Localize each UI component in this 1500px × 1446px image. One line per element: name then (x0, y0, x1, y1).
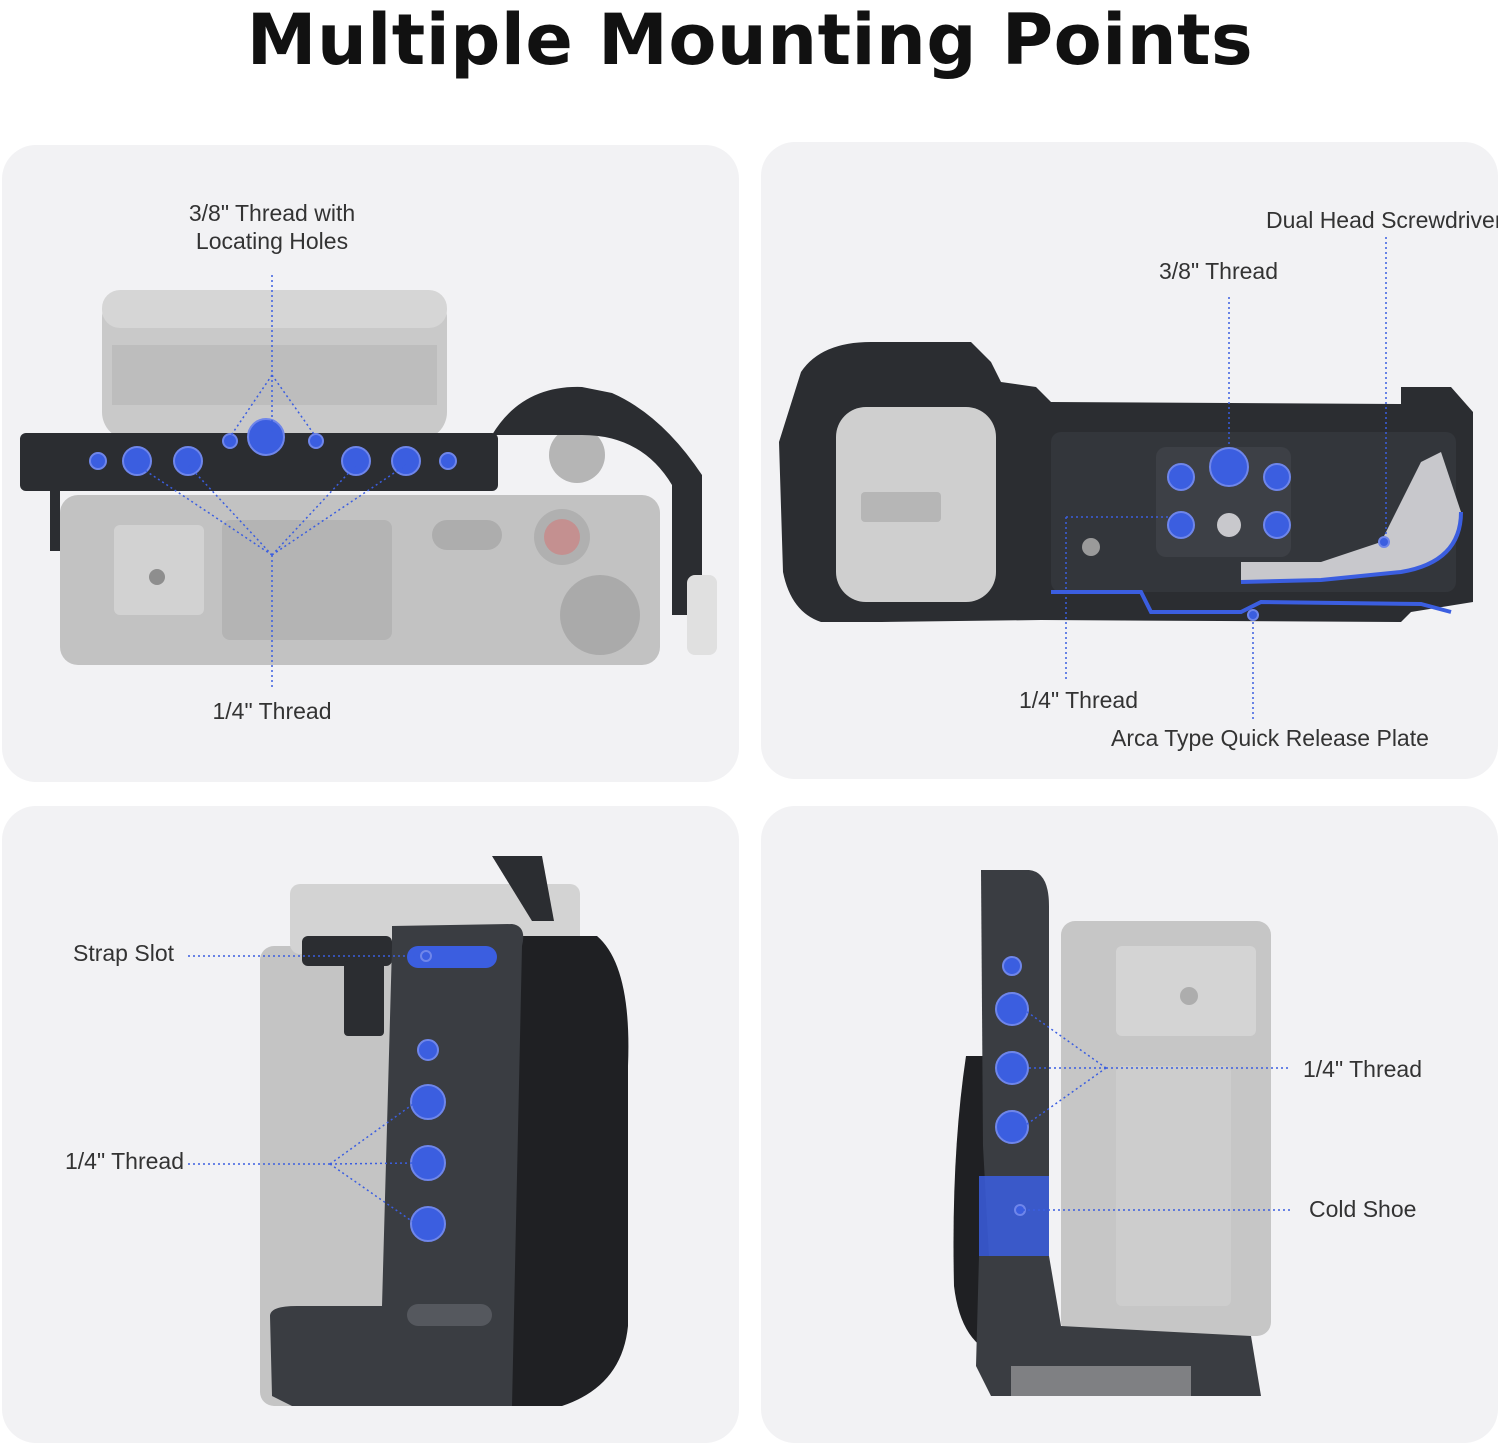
label-arca-plate: Arca Type Quick Release Plate (1111, 725, 1429, 751)
grip-side-panel: Strap Slot 1/4" Thread (2, 806, 739, 1443)
grip-side-illustration (188, 856, 629, 1406)
label-38-thread-locating: 3/8" Thread with Locating Holes (152, 199, 392, 255)
label-14-thread: 1/4" Thread (1303, 1056, 1422, 1082)
label-cold-shoe: Cold Shoe (1309, 1196, 1417, 1222)
bottom-view-illustration (779, 237, 1473, 722)
left-side-illustration (953, 870, 1291, 1396)
bottom-view-panel: Dual Head Screwdriver 3/8" Thread 1/4" T… (761, 142, 1498, 779)
left-side-panel: 1/4" Thread Cold Shoe (761, 806, 1498, 1443)
label-14-thread: 1/4" Thread (65, 1148, 184, 1174)
label-38-line: 3/8" Thread with Locating Holes (188, 200, 356, 254)
label-dual-head-screwdriver: Dual Head Screwdriver (1266, 207, 1498, 233)
cold-shoe-shape (979, 1176, 1049, 1256)
top-view-panel: 3/8" Thread with Locating Holes 1/4" Thr… (2, 145, 739, 782)
label-strap-slot: Strap Slot (73, 940, 174, 966)
label-38-thread: 3/8" Thread (1159, 258, 1278, 284)
top-view-illustration (20, 275, 717, 690)
label-14-thread: 1/4" Thread (1019, 687, 1138, 713)
rubber-grip-shape (487, 936, 629, 1406)
page-title: Multiple Mounting Points (246, 0, 1254, 81)
label-14-thread: 1/4" Thread (212, 698, 332, 724)
cage-side-shape (270, 924, 524, 1406)
